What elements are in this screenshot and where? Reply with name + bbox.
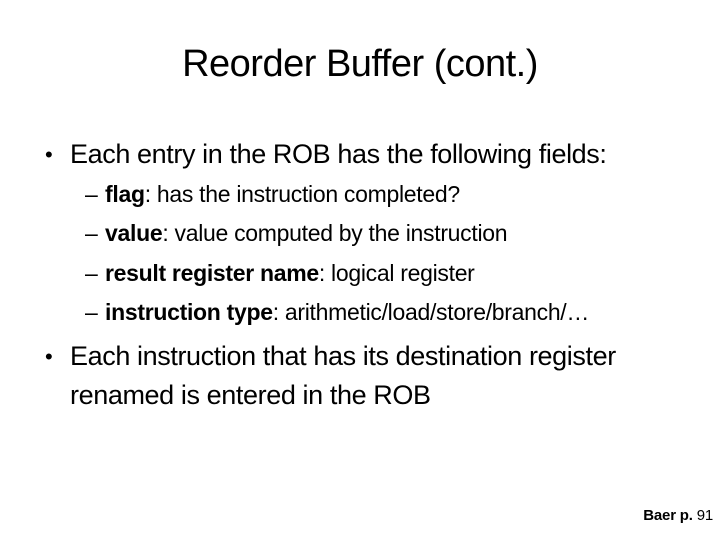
citation-source: Baer p. xyxy=(643,507,693,524)
sub-bullet-term: flag xyxy=(105,181,145,207)
sub-bullet-flag: – flag: has the instruction completed? xyxy=(85,179,705,209)
sub-bullet-value: – value: value computed by the instructi… xyxy=(85,218,705,248)
footer-citation: Baer p. 91 xyxy=(643,506,713,526)
bullet-text: Each instruction that has its destinatio… xyxy=(70,341,616,410)
sub-bullet-text: result register name: logical register xyxy=(105,258,475,288)
dash-marker: – xyxy=(85,220,98,246)
sub-bullet-rest: : logical register xyxy=(318,260,475,286)
dash-marker: – xyxy=(85,181,98,207)
sub-bullet-rest: : arithmetic/load/store/branch/… xyxy=(272,299,590,325)
sub-bullet-term: result register name xyxy=(105,260,319,286)
dash-marker: – xyxy=(85,260,98,286)
sub-bullet-result-register-name: – result register name: logical register xyxy=(85,258,705,288)
bullet-item-2: • Each instruction that has its destinat… xyxy=(45,337,630,415)
slide-title: Reorder Buffer (cont.) xyxy=(182,43,538,85)
dash-marker: – xyxy=(85,299,98,325)
sub-bullet-term: instruction type xyxy=(105,299,273,325)
sub-bullet-text: value: value computed by the instruction xyxy=(105,218,508,248)
sub-bullet-rest: : value computed by the instruction xyxy=(162,220,508,246)
bullet-marker: • xyxy=(45,344,53,369)
bullet-marker: • xyxy=(45,142,53,167)
bullet-text: Each entry in the ROB has the following … xyxy=(70,139,607,169)
sub-bullet-term: value xyxy=(105,220,163,246)
sub-bullet-instruction-type: – instruction type: arithmetic/load/stor… xyxy=(85,297,705,327)
sub-bullet-text: flag: has the instruction completed? xyxy=(105,179,460,209)
sub-bullet-text: instruction type: arithmetic/load/store/… xyxy=(105,297,589,327)
citation-page-number: 91 xyxy=(696,507,714,524)
sub-bullet-rest: : has the instruction completed? xyxy=(144,181,460,207)
bullet-item-1: • Each entry in the ROB has the followin… xyxy=(45,138,705,171)
